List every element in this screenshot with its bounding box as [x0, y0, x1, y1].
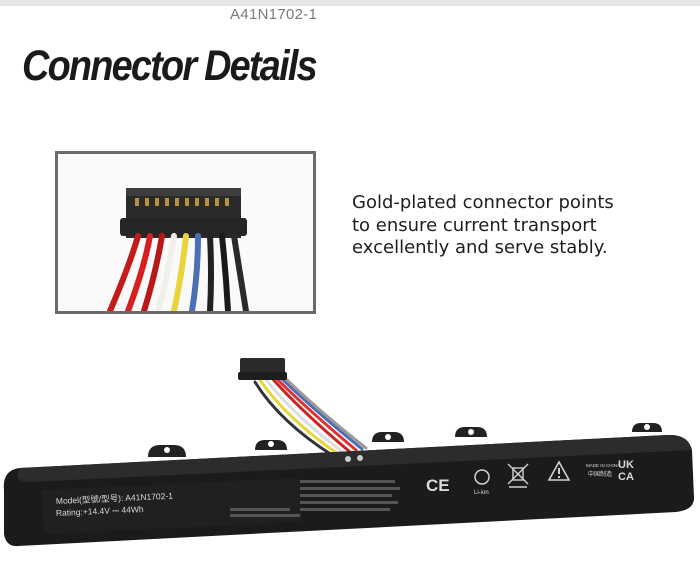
- battery-rating-line: Rating:+14.4V ⎓ 44Wh: [56, 504, 144, 518]
- top-bar: [0, 0, 700, 6]
- ukca-mark-top: UK: [618, 459, 634, 471]
- li-ion-label: Li-ion: [474, 490, 489, 496]
- made-in-cn-label: 中国制造: [588, 470, 612, 478]
- connector-closeup-image: [107, 188, 249, 311]
- description-line: excellently and serve stably.: [352, 237, 608, 258]
- battery-cable: [253, 374, 368, 457]
- recycle-icon: [474, 469, 490, 485]
- battery-image: Model(型號/型号): A41N1702-1 Rating:+14.4V ⎓…: [3, 358, 695, 547]
- gold-pins: [135, 198, 229, 206]
- connector-description: Gold-plated connector points to ensure c…: [352, 192, 672, 260]
- connector-closeup-frame: [55, 151, 316, 314]
- ce-mark-icon: CE: [426, 476, 450, 495]
- battery-label: [42, 478, 302, 534]
- crossed-bin-icon: [507, 463, 529, 488]
- made-in-label: MADE IN CHINA: [586, 463, 620, 468]
- wires: [107, 233, 249, 311]
- page-title: Connector Details: [22, 42, 318, 90]
- warning-icon: [547, 460, 571, 481]
- label-fine-print: [230, 480, 400, 517]
- description-line: Gold-plated connector points: [352, 192, 614, 213]
- ukca-mark-bottom: CA: [618, 471, 634, 483]
- model-code: A41N1702-1: [230, 6, 318, 23]
- description-line: to ensure current transport: [352, 214, 597, 236]
